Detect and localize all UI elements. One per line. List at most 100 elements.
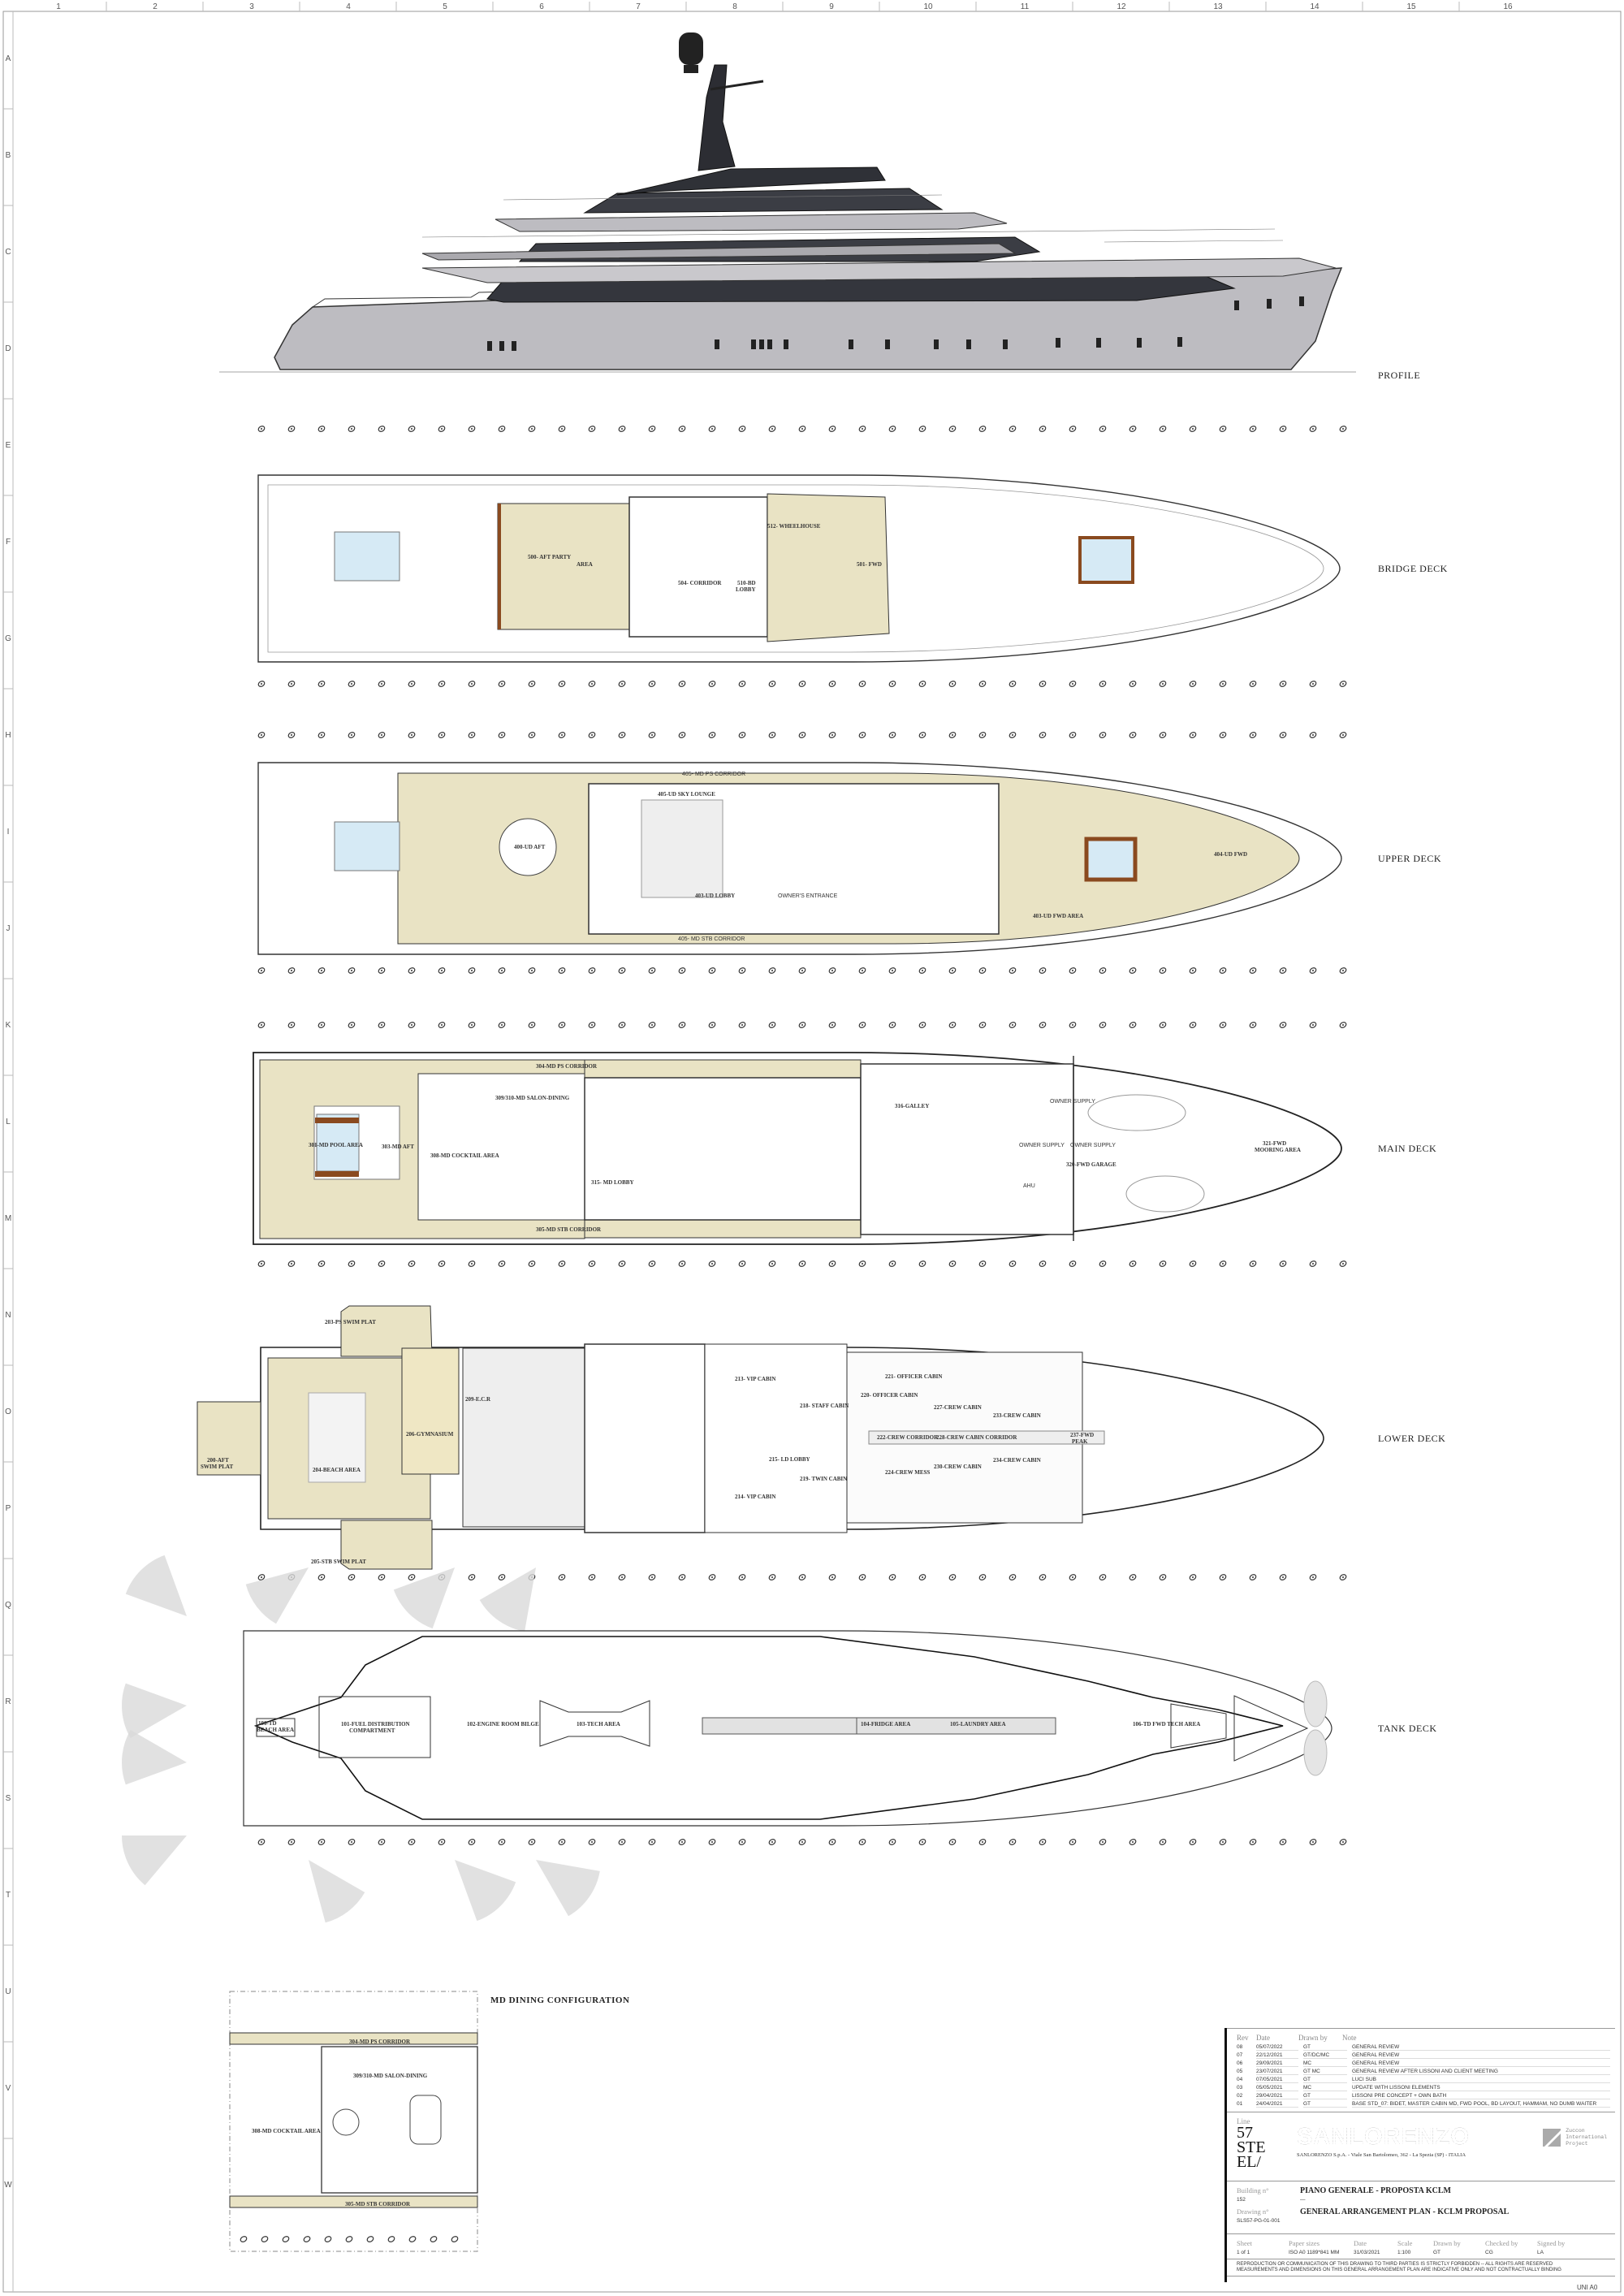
grid-row-label: S	[6, 1794, 11, 1803]
frame-marker	[1069, 426, 1077, 432]
room-label: OWNER SUPPLY	[1050, 1099, 1095, 1105]
revision-note: GENERAL REVIEW	[1352, 2052, 1610, 2059]
frame-marker	[468, 1260, 476, 1267]
grid-column-label: 12	[1116, 2, 1126, 11]
frame-marker	[828, 1574, 836, 1580]
line-block: Line 57 STE EL/	[1237, 2117, 1297, 2171]
frame-marker	[1219, 1839, 1227, 1845]
frame-marker	[468, 732, 476, 738]
grid-row-label: O	[5, 1407, 11, 1416]
frame-marker	[430, 2236, 438, 2242]
frame-marker	[678, 426, 686, 432]
frame-marker	[528, 681, 536, 687]
gym	[401, 1347, 460, 1475]
upper-deck-plan: 405- MD PS CORRIDOR 400-UD AFT 405-UD SK…	[257, 762, 1441, 955]
frame-marker	[378, 1260, 386, 1267]
frame-marker	[618, 967, 626, 974]
frame-marker	[408, 1260, 416, 1267]
frame-marker	[468, 1839, 476, 1845]
room-label: 209-E.C.R	[465, 1396, 491, 1403]
frame-marker	[528, 967, 536, 974]
frame-marker	[918, 732, 926, 738]
fwd-pool	[1084, 837, 1138, 882]
frame-marker	[828, 1260, 836, 1267]
frame-marker	[317, 1022, 326, 1028]
frame-marker	[648, 1022, 656, 1028]
bow-thruster	[1233, 1695, 1309, 1762]
sheet-label: Sheet	[1237, 2239, 1252, 2247]
frame-marker	[348, 1574, 356, 1580]
frame-marker	[257, 1260, 266, 1267]
porthole	[512, 341, 516, 351]
view-label-tank: TANK DECK	[1378, 1723, 1437, 1734]
frame-marker	[1309, 967, 1317, 974]
rib-tender	[1125, 1175, 1205, 1213]
frame-marker	[287, 732, 296, 738]
frame-marker	[1039, 1839, 1047, 1845]
frame-marker	[888, 426, 896, 432]
frame-marker	[858, 426, 866, 432]
room-label: 100-TD	[258, 1720, 277, 1727]
scale-label: Scale	[1397, 2239, 1413, 2247]
revision-note: BASE STD_07: BIDET, MASTER CABIN MD, FWD…	[1352, 2101, 1610, 2108]
frame-marker	[558, 426, 566, 432]
frame-marker	[287, 1260, 296, 1267]
porthole	[934, 339, 939, 349]
room-label: 205-STB SWIM PLAT	[311, 1559, 366, 1565]
frame-marker	[1279, 1574, 1287, 1580]
building-label: Building n°	[1237, 2186, 1269, 2194]
room-label: 101-FUEL DISTRIBUTION	[341, 1721, 410, 1727]
frame-marker	[1249, 967, 1257, 974]
cocktail-salon-interior	[417, 1073, 585, 1221]
frame-marker	[558, 1260, 566, 1267]
frame-marker	[588, 967, 596, 974]
line-value: EL/	[1237, 2153, 1261, 2171]
frame-marker	[858, 1574, 866, 1580]
round-dining-table	[499, 818, 557, 876]
room-label: OWNER SUPPLY	[1070, 1143, 1116, 1148]
frame-marker	[618, 1022, 626, 1028]
frame-marker	[1099, 1839, 1107, 1845]
frame-marker	[768, 1574, 776, 1580]
frame-marker	[948, 426, 957, 432]
bridge-deck-plan: 500- AFT PARTY AREA 504- CORRIDOR 510-BD…	[257, 474, 1447, 663]
room-label: 405- MD PS CORRIDOR	[682, 772, 745, 777]
frame-marker	[1129, 1022, 1137, 1028]
hull-windows	[487, 296, 1304, 351]
grid-row-label: P	[6, 1504, 11, 1513]
grid-row-label: M	[5, 1214, 11, 1223]
frame-marker	[528, 426, 536, 432]
frame-marker	[888, 732, 896, 738]
frame-marker	[948, 967, 957, 974]
frame-marker	[1339, 732, 1347, 738]
frame-marker	[287, 967, 296, 974]
frame-marker	[1039, 1022, 1047, 1028]
frame-marker	[768, 681, 776, 687]
frame-marker	[828, 1022, 836, 1028]
propeller-sweep	[125, 1554, 187, 1616]
frame-marker	[366, 2236, 374, 2242]
frame-marker	[558, 1574, 566, 1580]
room-label: 106-TD FWD TECH AREA	[1133, 1721, 1200, 1727]
frame-marker	[348, 1839, 356, 1845]
frame-marker	[618, 426, 626, 432]
frame-marker	[348, 1260, 356, 1267]
frame-marker	[588, 1022, 596, 1028]
frame-marker	[588, 732, 596, 738]
frame-marker	[498, 1022, 506, 1028]
frame-marker	[1009, 1260, 1017, 1267]
revision-date: 05/05/2021	[1256, 2085, 1298, 2091]
frame-marker	[1279, 1839, 1287, 1845]
frame-marker	[1249, 1839, 1257, 1845]
frame-marker	[648, 426, 656, 432]
frame-marker	[708, 1574, 716, 1580]
frame-marker	[1279, 967, 1287, 974]
frame-marker	[1159, 967, 1167, 974]
drawing-info: Building n°PIANO GENERALE - PROPOSTA KCL…	[1227, 2181, 1615, 2233]
guest-cabins	[584, 1343, 706, 1533]
frame-marker	[1339, 967, 1347, 974]
frame-marker	[468, 967, 476, 974]
main-interior	[584, 1077, 862, 1221]
